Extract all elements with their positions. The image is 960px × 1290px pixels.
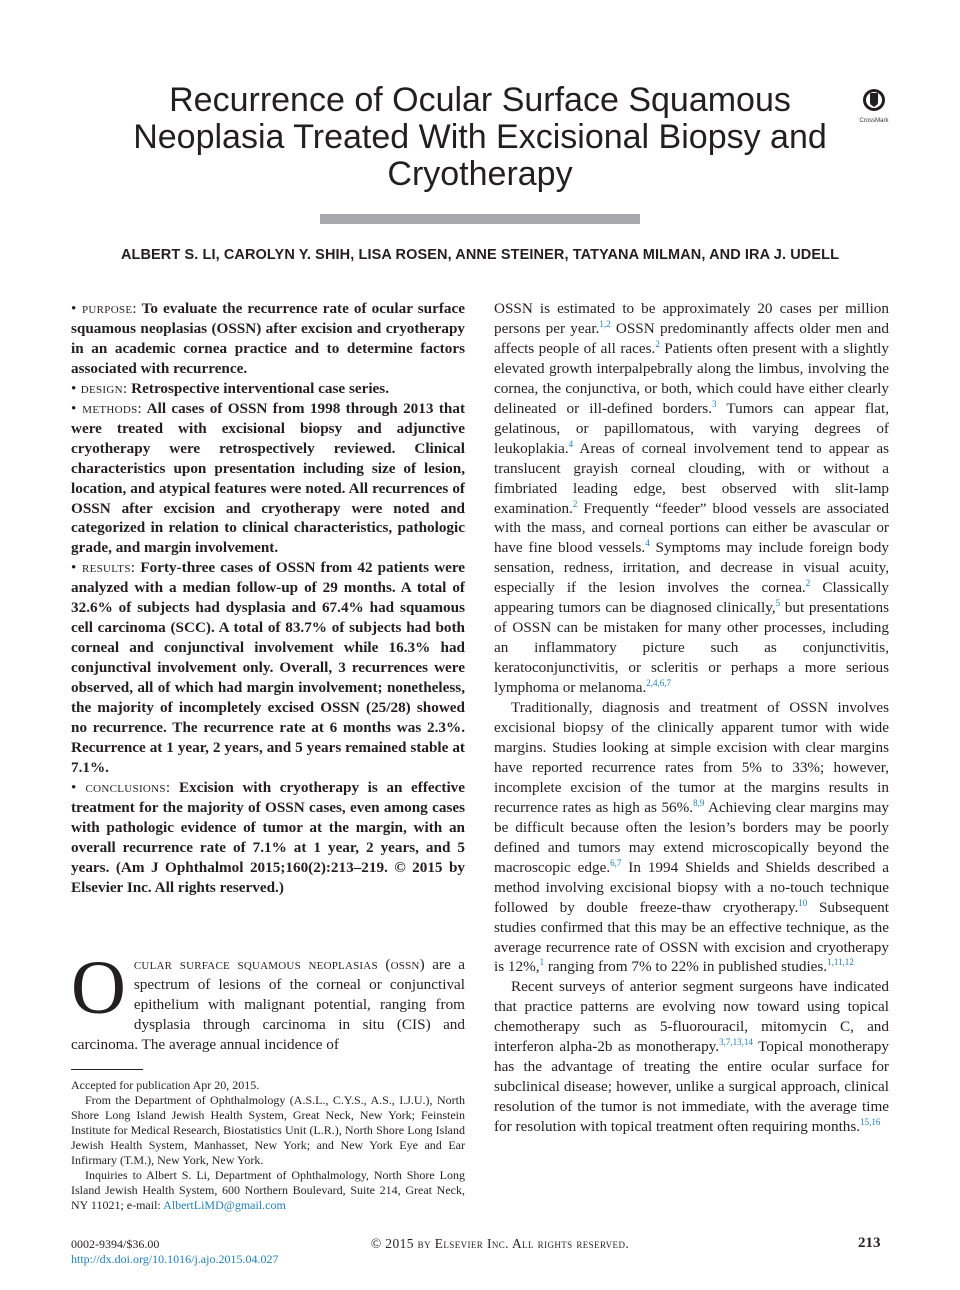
design-text: Retrospective interventional case series… bbox=[131, 379, 390, 397]
citation-ref[interactable]: 1,2 bbox=[599, 318, 611, 329]
citation-ref[interactable]: 2 bbox=[572, 498, 578, 509]
text-run: Traditionally, diagnosis and treatment o… bbox=[494, 699, 889, 816]
doi-link[interactable]: http://dx.doi.org/10.1016/j.ajo.2015.04.… bbox=[71, 1252, 279, 1266]
text-run: OSSN predominantly affects older men and… bbox=[494, 319, 889, 357]
inquiries-text: Inquiries to Albert S. Li, Department of… bbox=[71, 1168, 465, 1212]
crossmark-icon bbox=[863, 89, 885, 111]
citation-ref[interactable]: 2 bbox=[805, 578, 811, 589]
right-column: OSSN is estimated to be approximately 20… bbox=[494, 299, 889, 1137]
text-run: Frequently “feeder” blood vessels are as… bbox=[494, 499, 889, 557]
body-paragraph: Recent surveys of anterior segment surge… bbox=[494, 977, 889, 1137]
text-run: Tumors can appear flat, gelatinous, or p… bbox=[494, 399, 890, 457]
footer-copyright: © 2015 by Elsevier Inc. All rights reser… bbox=[370, 1236, 630, 1251]
purpose-label: • purpose: bbox=[71, 300, 137, 317]
text-run: Symptoms may include foreign body sensat… bbox=[494, 539, 889, 597]
text-run: but presentations of OSSN can be mistake… bbox=[494, 599, 890, 697]
page-number: 213 bbox=[858, 1235, 881, 1251]
intro-lead: cular surface squamous neoplasias (ossn) bbox=[133, 956, 425, 973]
accepted-date: Accepted for publication Apr 20, 2015. bbox=[71, 1078, 260, 1092]
citation-ref[interactable]: 2 bbox=[655, 338, 660, 349]
crossmark-label: CrossMark bbox=[859, 118, 889, 124]
methods-label: • methods: bbox=[71, 399, 143, 417]
citation-ref[interactable]: 6,7 bbox=[610, 857, 622, 868]
text-run: ranging from 7% to 22% in published stud… bbox=[544, 958, 828, 976]
author-list: ALBERT S. LI, CAROLYN Y. SHIH, LISA ROSE… bbox=[120, 247, 840, 263]
abstract-design: • design: Retrospective interventional c… bbox=[71, 379, 465, 399]
issn-price: 0002-9394/$36.00 bbox=[71, 1237, 160, 1251]
text-run: Achieving clear margins may be difficult… bbox=[494, 798, 889, 876]
citation-text: (Am J Ophthalmol 2015;160(2):213–219. © … bbox=[71, 858, 465, 896]
text-run: Areas of corneal involvement tend to app… bbox=[494, 439, 889, 517]
purpose-text: To evaluate the recurrence rate of ocula… bbox=[71, 300, 465, 377]
footnotes: Accepted for publication Apr 20, 2015. F… bbox=[71, 1078, 465, 1213]
citation-ref[interactable]: 1,11,12 bbox=[827, 957, 854, 968]
body-paragraph: Traditionally, diagnosis and treatment o… bbox=[494, 698, 889, 977]
text-run: OSSN is estimated to be approximately 20… bbox=[494, 300, 889, 337]
citation-ref[interactable]: 4 bbox=[645, 538, 650, 549]
methods-text: All cases of OSSN from 1998 through 2013… bbox=[71, 399, 465, 557]
text-run: Classically appearing tumors can be diag… bbox=[494, 579, 889, 617]
body-paragraph: OSSN is estimated to be approximately 20… bbox=[494, 299, 889, 698]
citation-ref[interactable]: 3,7,13,14 bbox=[719, 1037, 753, 1048]
intro-text: are a spectrum of lesions of the corneal… bbox=[71, 956, 466, 1053]
abstract-results: • results: Forty-three cases of OSSN fro… bbox=[71, 558, 465, 777]
footnote-divider bbox=[71, 1069, 143, 1070]
citation-ref[interactable]: 15,16 bbox=[860, 1117, 881, 1128]
citation-ref[interactable]: 8,9 bbox=[693, 797, 705, 808]
text-run: In 1994 Shields and Shields described a … bbox=[494, 858, 890, 916]
citation-ref[interactable]: 2,4,6,7 bbox=[646, 678, 672, 689]
citation-ref[interactable]: 1 bbox=[539, 957, 545, 968]
abstract-conclusions: • conclusions: Excision with cryotherapy… bbox=[71, 778, 465, 898]
abstract-purpose: • purpose: To evaluate the recurrence ra… bbox=[71, 299, 465, 379]
conclusions-text: Excision with cryotherapy is an effectiv… bbox=[71, 778, 465, 876]
affiliations: From the Department of Ophthalmology (A.… bbox=[71, 1093, 465, 1167]
design-label: • design: bbox=[71, 379, 128, 397]
title-divider bbox=[320, 214, 640, 224]
email-link[interactable]: AlbertLiMD@gmail.com bbox=[163, 1198, 286, 1212]
text-run: Recent surveys of anterior segment surge… bbox=[494, 978, 889, 1056]
text-run: Patients often present with a slightly e… bbox=[494, 339, 889, 417]
results-label: • results: bbox=[71, 559, 136, 577]
text-run: Subsequent studies confirmed that this m… bbox=[494, 898, 889, 976]
article-title: Recurrence of Ocular Surface Squamous Ne… bbox=[133, 81, 827, 193]
text-run: Topical monotherapy has the advantage of… bbox=[494, 1038, 889, 1136]
citation-ref[interactable]: 4 bbox=[568, 438, 574, 449]
drop-cap: O bbox=[71, 946, 126, 1030]
abstract-methods: • methods: All cases of OSSN from 1998 t… bbox=[71, 399, 465, 559]
crossmark-badge[interactable]: CrossMark bbox=[854, 88, 894, 124]
citation-ref[interactable]: 3 bbox=[712, 398, 717, 409]
conclusions-label: • conclusions: bbox=[71, 778, 171, 796]
citation-ref[interactable]: 10 bbox=[798, 897, 808, 908]
footer-identifiers: 0002-9394/$36.00 http://dx.doi.org/10.10… bbox=[71, 1237, 278, 1267]
citation-ref[interactable]: 5 bbox=[775, 598, 781, 609]
results-text: Forty-three cases of OSSN from 42 patien… bbox=[71, 559, 466, 776]
correspondence: Inquiries to Albert S. Li, Department of… bbox=[71, 1168, 465, 1213]
abstract: • purpose: To evaluate the recurrence ra… bbox=[71, 299, 465, 898]
